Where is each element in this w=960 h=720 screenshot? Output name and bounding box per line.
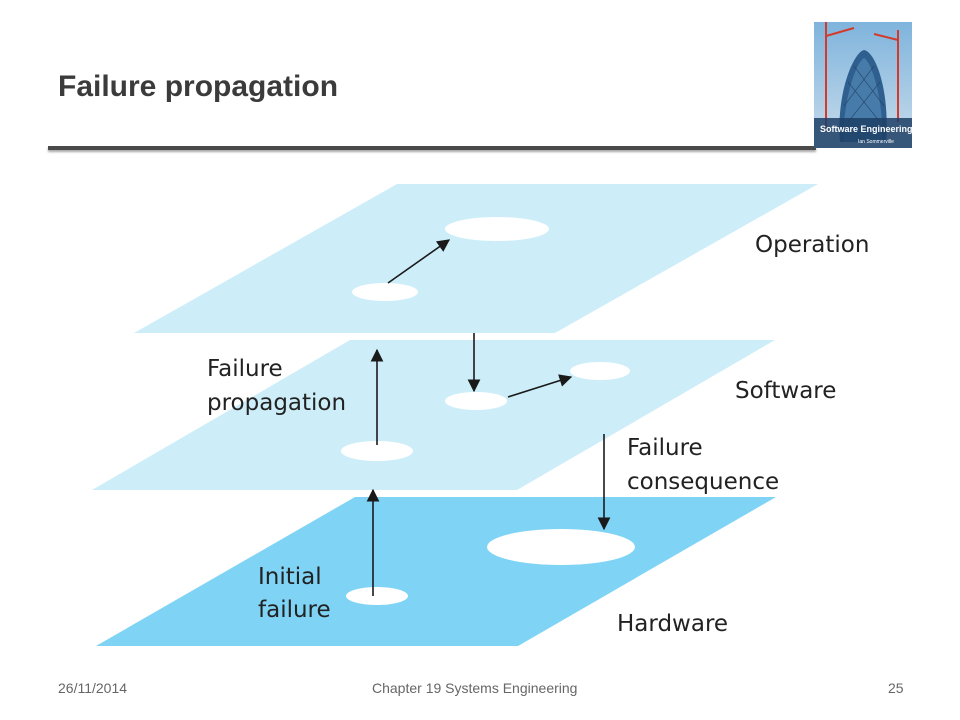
operation-propagation-arrow	[387, 239, 451, 284]
hardware-initial-failure-state	[346, 587, 408, 605]
failure-propagation-label-line1: Failure	[207, 356, 283, 382]
initial-failure-label-line2: failure	[258, 597, 331, 623]
cover-author: Ian Sommerville	[858, 139, 894, 145]
operation-failure-state-large	[445, 217, 549, 241]
book-cover-image: Software Engineering Ian Sommerville	[814, 22, 912, 148]
software-layer-label: Software	[735, 378, 836, 404]
initial-failure-label-line1: Initial	[258, 564, 322, 590]
operation-layer-plane	[134, 184, 818, 333]
cover-title: Software Engineering	[820, 124, 912, 134]
software-layer-plane	[92, 340, 775, 490]
failure-propagation-label-line2: propagation	[207, 390, 346, 416]
failure-consequence-label-line1: Failure	[627, 435, 703, 461]
footer-page-number: 25	[888, 680, 904, 696]
hardware-failure-state-large	[487, 529, 635, 565]
hardware-layer-label: Hardware	[617, 611, 728, 637]
operation-layer-label: Operation	[755, 232, 869, 258]
software-failure-state-middle	[445, 392, 507, 410]
title-divider	[48, 146, 816, 150]
failure-consequence-label-line2: consequence	[627, 469, 779, 495]
software-failure-state-right	[570, 362, 630, 380]
software-propagation-arrow	[507, 374, 573, 398]
operation-failure-state-small	[352, 283, 418, 301]
book-cover-illustration: Software Engineering Ian Sommerville	[814, 22, 912, 148]
slide-title: Failure propagation	[58, 70, 339, 103]
software-failure-state-left	[341, 441, 413, 461]
footer-date: 26/11/2014	[58, 680, 128, 696]
footer-chapter: Chapter 19 Systems Engineering	[372, 680, 578, 696]
